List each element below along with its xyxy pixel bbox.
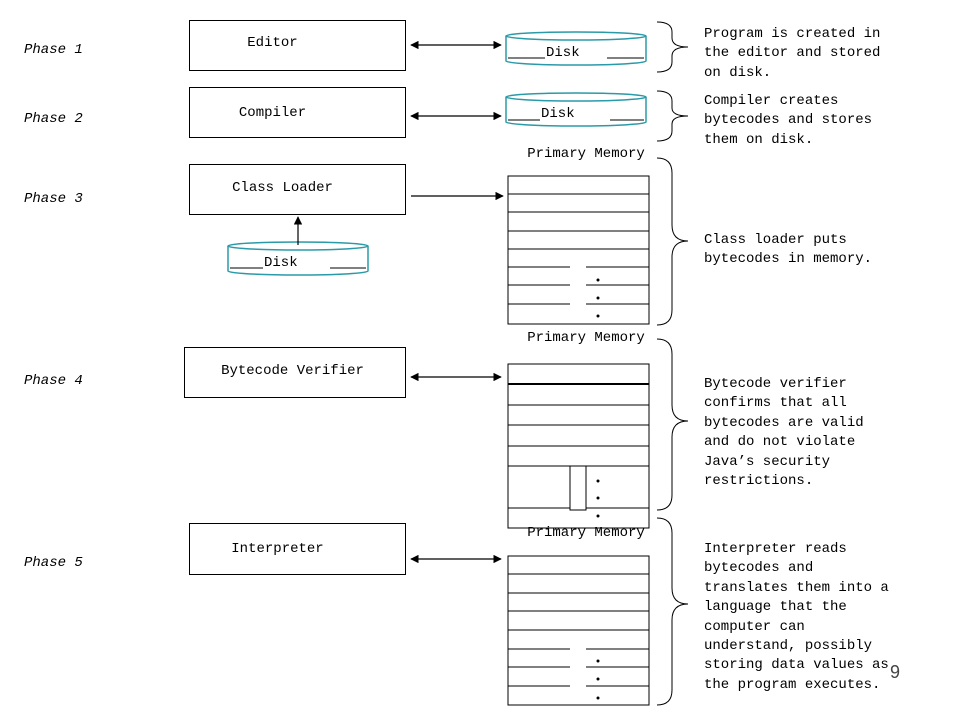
- disk-3-icon: [227, 241, 369, 276]
- class-loader-label: Class Loader: [232, 179, 333, 196]
- compiler-label: Compiler: [238, 104, 307, 121]
- compiler-box: Compiler: [189, 87, 406, 138]
- bytecode-verifier-box: Bytecode Verifier: [184, 347, 406, 398]
- interpreter-label: Interpreter: [231, 541, 324, 557]
- brace-phase-4: [656, 338, 689, 511]
- primary-memory-label-2: Primary Memory: [527, 330, 645, 346]
- phase-2-label: Phase 2: [24, 111, 83, 127]
- primary-memory-block-1: [507, 175, 650, 325]
- interpreter-box: Interpreter: [189, 523, 406, 575]
- class-loader-box: Class Loader: [189, 164, 406, 215]
- description-phase-5: Interpreter reads bytecodes and translat…: [704, 541, 889, 693]
- brace-phase-1: [656, 21, 689, 73]
- description-phase-2: Compiler creates bytecodes and stores th…: [704, 93, 873, 148]
- phase-4-label: Phase 4: [24, 373, 83, 389]
- description-phase-3: Class loader puts bytecodes in memory.: [704, 232, 873, 268]
- brace-phase-2: [656, 90, 689, 142]
- phase-5-label: Phase 5: [24, 555, 83, 571]
- brace-phase-5: [656, 517, 689, 706]
- phase-1-label: Phase 1: [24, 42, 83, 58]
- brace-phase-3: [656, 157, 689, 326]
- disk-2-label: Disk: [541, 106, 575, 122]
- description-phase-4: Bytecode verifier confirms that all byte…: [704, 376, 864, 490]
- disk-3-label: Disk: [264, 255, 298, 271]
- editor-box: Editor: [189, 20, 406, 71]
- phase-3-label: Phase 3: [24, 191, 83, 207]
- primary-memory-block-2: [507, 363, 650, 529]
- page-number: 9: [890, 662, 901, 682]
- primary-memory-block-3: [507, 555, 650, 706]
- primary-memory-label-1: Primary Memory: [527, 146, 645, 162]
- disk-1-label: Disk: [546, 45, 580, 61]
- description-phase-1: Program is created in the editor and sto…: [704, 26, 881, 81]
- primary-memory-label-3: Primary Memory: [527, 525, 645, 541]
- editor-label: Editor: [247, 34, 298, 51]
- disk-1-icon: [505, 31, 647, 66]
- disk-2-icon: [505, 92, 647, 127]
- bytecode-verifier-label: Bytecode Verifier: [221, 362, 364, 379]
